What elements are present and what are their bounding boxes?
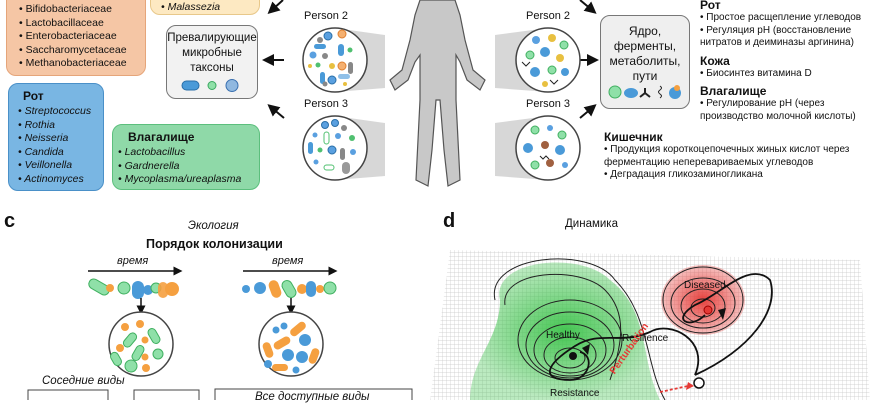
section-title-gut: Кишечник — [604, 130, 663, 144]
label-resilience: Resilience — [622, 333, 669, 344]
human-silhouette — [389, 0, 486, 187]
arrowhead-healthy — [582, 344, 590, 355]
gut-taxa-box: Bifidobacteriaceae Lactobacillaceae Ente… — [6, 0, 146, 76]
function-icons — [608, 85, 681, 99]
person-label-right-3: Person 3 — [525, 98, 571, 110]
gut-taxon: Methanobacteriaceae — [19, 57, 145, 71]
section-item: Продукция короткоцепочечных жиных кислот… — [604, 144, 870, 169]
vagina-taxon: Gardnerella — [118, 160, 259, 174]
function-line: пути — [632, 69, 658, 83]
mouth-taxa-box: Рот Streptococcus Rothia Neisseria Candi… — [8, 83, 104, 191]
neighbor-box-1 — [27, 389, 109, 400]
mouth-taxon: Actinomyces — [18, 173, 103, 187]
section-item: Деградация гликозаминогликана — [604, 169, 870, 182]
skin-taxon: Malassezia — [161, 1, 259, 15]
healthy-state-dot — [569, 352, 577, 360]
vagina-title: Влагалище — [128, 130, 195, 144]
person-label-left-2: Person 2 — [303, 10, 349, 22]
all-species-label: Все доступные виды — [255, 391, 370, 403]
dynamics-title: Динамика — [565, 218, 618, 230]
species-sequence-1 — [88, 278, 179, 299]
skin-taxa-box: Malassezia — [150, 0, 260, 15]
taxa-line: микробные — [182, 47, 242, 59]
mouth-taxon: Candida — [18, 146, 103, 160]
section-title-mouth: Рот — [700, 0, 721, 12]
section-item: Простое расщепление углеводов — [700, 12, 870, 25]
function-line: метаболиты, — [609, 54, 681, 68]
mouth-taxon: Rothia — [18, 119, 103, 133]
perturbed-state-dot — [693, 377, 705, 389]
arrowhead-diseased — [718, 308, 726, 320]
person-label-left-3: Person 3 — [303, 98, 349, 110]
left-microbe-circles — [302, 27, 385, 181]
neighbors-label: Соседние виды — [42, 375, 125, 387]
neighbor-box-2 — [133, 389, 200, 400]
microbes-person-3 — [308, 119, 356, 174]
person-label-right-2: Person 2 — [525, 10, 571, 22]
section-item: Биосинтез витамина D — [700, 68, 870, 81]
gut-taxon: Bifidobacteriaceae — [19, 3, 145, 17]
label-diseased: Diseased — [684, 280, 726, 291]
vagina-taxa-box: Влагалище Lactobacillus Gardnerella Myco… — [112, 124, 260, 190]
gut-taxon: Saccharomycetaceae — [19, 44, 145, 58]
diseased-state-dot — [703, 305, 713, 315]
gut-taxon: Enterobacteriaceae — [19, 30, 145, 44]
function-box: Ядро, ферменты, метаболиты, пути — [600, 15, 690, 109]
microbes-person-2 — [308, 29, 353, 87]
section-title-skin: Кожа — [700, 53, 730, 68]
path-resilience — [549, 327, 700, 381]
vagina-taxon: Mycoplasma/ureaplasma — [118, 173, 259, 187]
species-sequence-2 — [242, 280, 337, 298]
gut-taxon: Lactobacillaceae — [19, 17, 145, 31]
function-line: Ядро, — [628, 24, 662, 38]
time-label-1: время — [117, 255, 149, 267]
path-to-diseased — [682, 273, 773, 376]
section-item: Регуляция pH (восстановление нитратов и … — [700, 25, 870, 50]
vagina-taxon: Lactobacillus — [118, 146, 259, 160]
arrow-vagina — [267, 104, 285, 119]
arrow-skin — [267, 0, 284, 15]
taxa-line: Превалирующие — [167, 32, 257, 44]
prevalent-taxa-box: Превалирующие микробные таксоны — [166, 25, 258, 99]
panel-letter-d: d — [443, 210, 456, 232]
right-microbe-circles — [495, 27, 581, 181]
gut-functions: Кишечник Продукция короткоцепочечных жин… — [604, 130, 870, 186]
healthy-basin — [470, 262, 660, 400]
panel-letter-c: c — [4, 210, 16, 232]
function-circle-person-2 — [515, 27, 581, 93]
community-1-microbes — [110, 320, 164, 373]
ecology-subtitle: Экология — [188, 220, 239, 232]
mouth-title: Рот — [23, 89, 44, 103]
mouth-taxon: Neisseria — [18, 132, 103, 146]
label-healthy: Healthy — [546, 330, 580, 341]
function-descriptions: Рот Простое расщепление углеводов Регуля… — [700, 0, 870, 127]
section-title-vagina: Влагалище — [700, 84, 767, 98]
all-species-box — [214, 388, 413, 400]
time-label-2: время — [272, 255, 304, 267]
stability-landscape — [430, 250, 870, 400]
community-2-microbes — [262, 321, 320, 374]
colonization-diagram — [27, 266, 413, 400]
mouth-taxon: Streptococcus — [18, 105, 103, 119]
arrow-right-3 — [579, 104, 597, 119]
arrow-right-1 — [579, 0, 597, 14]
colonization-title: Порядок колонизации — [146, 237, 283, 251]
functions-person-3 — [523, 125, 568, 170]
functions-person-2 — [521, 34, 569, 87]
label-resistance: Resistance — [550, 388, 600, 399]
function-line: ферменты, — [613, 39, 677, 53]
section-item: Регулирование pH (через производство мол… — [700, 98, 870, 123]
taxa-line: таксоны — [190, 62, 234, 74]
healthy-contours — [494, 258, 666, 400]
taxa-icons — [181, 79, 239, 92]
mouth-taxon: Veillonella — [18, 159, 103, 173]
